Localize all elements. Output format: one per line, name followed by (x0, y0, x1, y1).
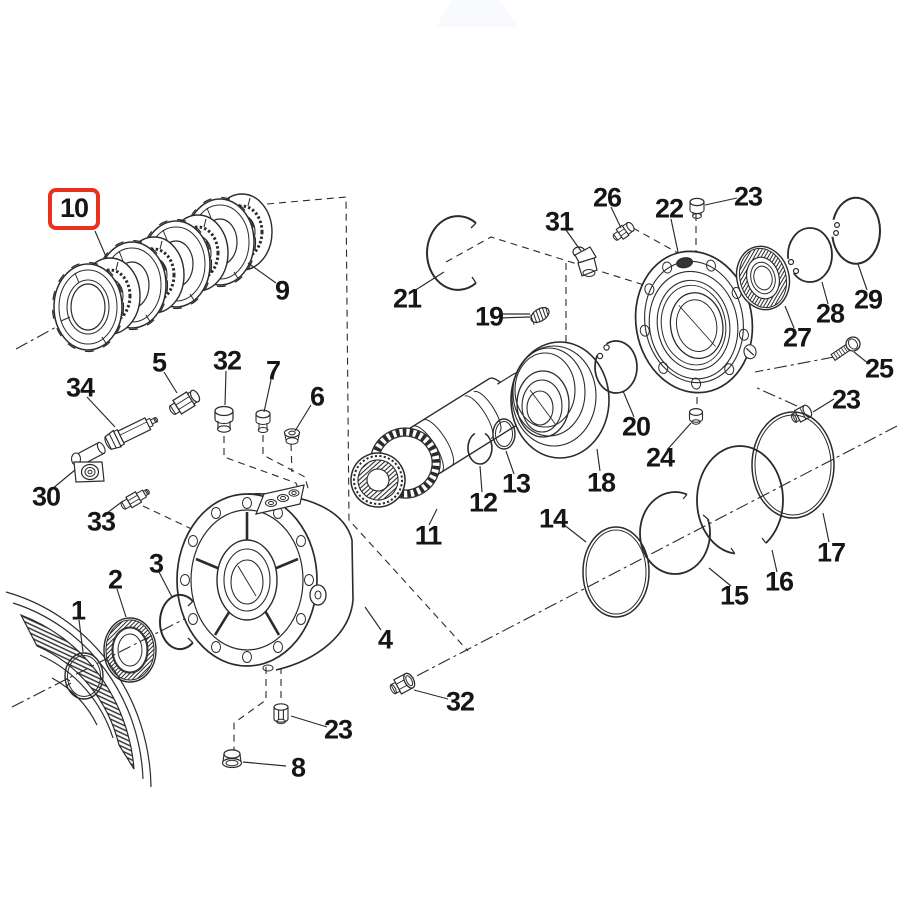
cover-22-drawing (634, 250, 757, 394)
ring-14-drawing (582, 526, 650, 618)
bearing-2-drawing (103, 617, 157, 683)
elbow-30-drawing (70, 441, 106, 483)
leader-lines (51, 197, 870, 767)
part-callout-11[interactable]: 11 (414, 520, 443, 551)
clutch-pack-drawing (51, 192, 274, 353)
dashed-construction-lines (142, 196, 698, 750)
part-callout-9[interactable]: 9 (274, 275, 290, 306)
snap-ring-15-drawing (639, 491, 711, 575)
snap-ring-20-drawing (594, 340, 638, 394)
fitting-33-drawing (120, 488, 150, 510)
part-callout-21[interactable]: 21 (392, 283, 422, 314)
plug-24-drawing (688, 408, 704, 425)
part-callout-32[interactable]: 32 (212, 345, 242, 376)
snap-ring-1-drawing (64, 652, 104, 700)
part-callout-4[interactable]: 4 (377, 624, 393, 655)
part-callout-17[interactable]: 17 (816, 537, 846, 568)
part-callout-23[interactable]: 23 (733, 181, 763, 212)
snap-ring-12-drawing (467, 432, 493, 465)
part-callout-6[interactable]: 6 (309, 381, 325, 412)
spring-19-drawing (530, 306, 550, 325)
part-callout-3[interactable]: 3 (148, 548, 164, 579)
nut-23-bottom-drawing (273, 703, 289, 725)
part-callout-2[interactable]: 2 (107, 564, 123, 595)
part-callout-1[interactable]: 1 (70, 595, 86, 626)
plug-32-top-drawing (214, 405, 234, 433)
plug-8-drawing (221, 749, 243, 769)
watermark-shape (436, 0, 519, 27)
bearing-27-drawing (735, 245, 791, 311)
bolt-25-drawing (830, 336, 861, 362)
part-callout-22[interactable]: 22 (654, 193, 684, 224)
part-callout-34[interactable]: 34 (65, 372, 95, 403)
part-callout-23[interactable]: 23 (831, 384, 861, 415)
fitting-5-drawing (169, 389, 201, 415)
part-callout-5[interactable]: 5 (151, 347, 167, 378)
elbow-31-drawing (572, 246, 598, 277)
part-callout-25[interactable]: 25 (864, 353, 894, 384)
part-callout-14[interactable]: 14 (538, 503, 568, 534)
part-callout-20[interactable]: 20 (621, 411, 651, 442)
drum-18-drawing (510, 341, 610, 459)
fitting-26-drawing (612, 221, 635, 241)
plug-32-bottom-drawing (389, 672, 416, 695)
valve-34-drawing (104, 416, 159, 451)
snap-ring-21-drawing (425, 215, 477, 291)
part-callout-13[interactable]: 13 (501, 468, 531, 499)
part-callout-29[interactable]: 29 (853, 284, 883, 315)
snap-ring-3-drawing (158, 593, 194, 651)
snap-ring-16-drawing (696, 445, 784, 555)
part-callout-27[interactable]: 27 (782, 322, 812, 353)
snap-ring-29-drawing (831, 196, 882, 265)
part-callout-31[interactable]: 31 (544, 206, 574, 237)
part-callout-24[interactable]: 24 (645, 442, 675, 473)
part-callout-32[interactable]: 32 (445, 686, 475, 717)
housing-4-drawing (176, 484, 354, 672)
part-callout-7[interactable]: 7 (265, 355, 281, 386)
part-callout-28[interactable]: 28 (815, 298, 845, 329)
plug-7-drawing (255, 409, 271, 433)
part-callout-26[interactable]: 26 (592, 182, 622, 213)
part-callout-33[interactable]: 33 (86, 506, 116, 537)
part-callout-8[interactable]: 8 (290, 752, 306, 783)
part-callout-16[interactable]: 16 (764, 566, 794, 597)
part-callout-12[interactable]: 12 (468, 487, 498, 518)
oring-13-drawing (492, 418, 516, 450)
ring-17-drawing (751, 411, 835, 519)
plug-23-top-drawing (689, 197, 705, 219)
part-callout-23[interactable]: 23 (323, 714, 353, 745)
part-callout-19[interactable]: 19 (474, 301, 504, 332)
part-callout-15[interactable]: 15 (719, 580, 749, 611)
snap-ring-28-drawing (787, 227, 833, 283)
part-callout-30[interactable]: 30 (31, 481, 61, 512)
part-callout-18[interactable]: 18 (586, 467, 616, 498)
washer-6-drawing (283, 428, 301, 445)
part-callout-10-highlighted[interactable]: 10 (47, 188, 101, 230)
